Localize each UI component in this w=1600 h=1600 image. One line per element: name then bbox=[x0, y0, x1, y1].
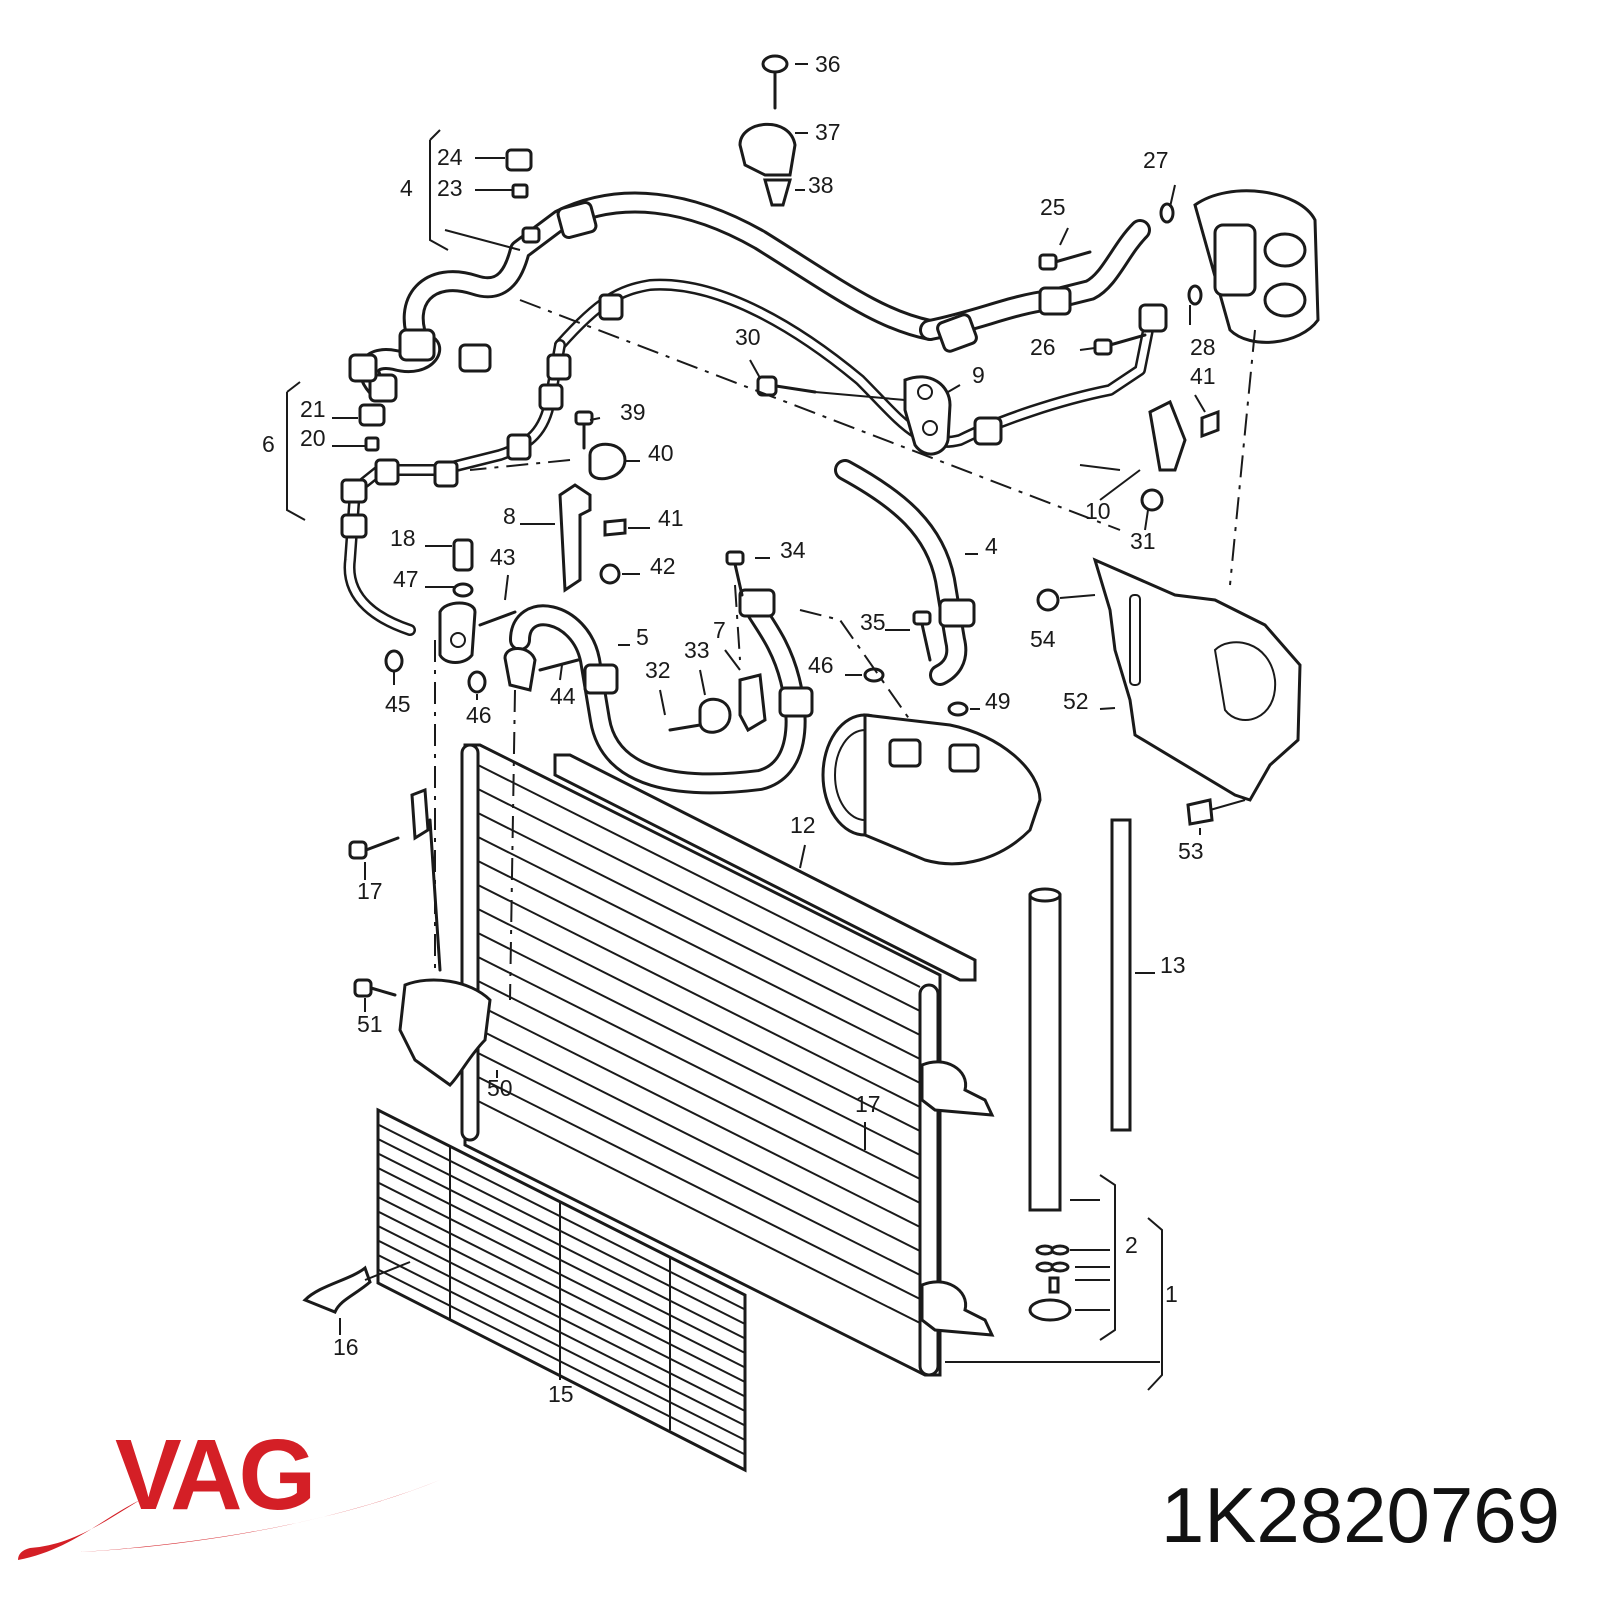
part-number: 1K2820769 bbox=[1160, 1471, 1560, 1559]
brand-logo-swoosh bbox=[18, 1480, 440, 1560]
callout-c32: 32 bbox=[645, 657, 671, 683]
condenser-fin bbox=[477, 956, 921, 1180]
callout-c4a: 4 bbox=[400, 175, 413, 201]
condenser-fin bbox=[477, 860, 921, 1084]
callout-c12: 12 bbox=[790, 812, 816, 838]
callout-c49: 49 bbox=[985, 688, 1011, 714]
condenser-fin bbox=[477, 980, 921, 1204]
callout-c6: 6 bbox=[262, 431, 275, 457]
condenser-fin bbox=[477, 812, 921, 1036]
callout-c10: 10 bbox=[1085, 498, 1111, 524]
grille-slat bbox=[377, 1152, 746, 1340]
callout-c17b: 17 bbox=[855, 1091, 881, 1117]
callout-c45: 45 bbox=[385, 691, 411, 717]
callout-c23: 23 bbox=[437, 175, 463, 201]
callout-c50: 50 bbox=[487, 1075, 513, 1101]
grille-slat bbox=[377, 1196, 746, 1383]
callout-c36: 36 bbox=[815, 51, 841, 77]
compressor bbox=[821, 713, 1042, 866]
callout-c35: 35 bbox=[860, 609, 886, 635]
grille bbox=[376, 1107, 747, 1473]
callout-c54: 54 bbox=[1030, 626, 1056, 652]
callout-c31: 31 bbox=[1130, 528, 1156, 554]
callout-c53: 53 bbox=[1178, 838, 1204, 864]
callout-c27: 27 bbox=[1143, 147, 1169, 173]
hose-5 bbox=[509, 588, 814, 795]
callout-c2: 2 bbox=[1125, 1232, 1138, 1258]
condenser-fin bbox=[477, 908, 921, 1132]
condenser-fin bbox=[477, 1052, 921, 1276]
condenser-fin bbox=[477, 1028, 921, 1252]
callout-c4b: 4 bbox=[985, 533, 998, 559]
callout-c52: 52 bbox=[1063, 688, 1089, 714]
grille-slat bbox=[377, 1210, 746, 1398]
condenser-fin bbox=[477, 1100, 921, 1324]
callout-c18: 18 bbox=[390, 525, 416, 551]
callout-c16: 16 bbox=[333, 1334, 359, 1360]
pipe-line-middle bbox=[340, 278, 1168, 636]
expansion-valve bbox=[1193, 189, 1320, 344]
callout-c41a: 41 bbox=[1190, 363, 1216, 389]
callout-c46a: 46 bbox=[808, 652, 834, 678]
callout-c44: 44 bbox=[550, 683, 576, 709]
condenser-fin bbox=[477, 1076, 921, 1300]
grille-slat bbox=[377, 1268, 746, 1456]
assembly-guide-lines bbox=[434, 299, 1256, 1001]
callout-c41b: 41 bbox=[658, 505, 684, 531]
callout-c26: 26 bbox=[1030, 334, 1056, 360]
callout-c5: 5 bbox=[636, 624, 649, 650]
callout-c1: 1 bbox=[1165, 1281, 1178, 1307]
condenser-fin bbox=[477, 932, 921, 1156]
leader-lines bbox=[286, 63, 1246, 1391]
grille-slat bbox=[377, 1138, 746, 1325]
grille-slat bbox=[377, 1181, 746, 1369]
callout-c46b: 46 bbox=[466, 702, 492, 728]
callout-c43: 43 bbox=[490, 544, 516, 570]
grille-slat bbox=[377, 1123, 746, 1311]
condenser-fin bbox=[477, 788, 921, 1012]
grille-slat bbox=[377, 1167, 746, 1354]
callout-c37: 37 bbox=[815, 119, 841, 145]
callout-c39: 39 bbox=[620, 399, 646, 425]
callout-c21: 21 bbox=[300, 396, 326, 422]
callout-c25: 25 bbox=[1040, 194, 1066, 220]
grille-slat bbox=[377, 1225, 746, 1412]
condenser-fin bbox=[477, 764, 921, 988]
grille-slat bbox=[377, 1239, 746, 1427]
grille-slat bbox=[377, 1254, 746, 1441]
condenser bbox=[398, 743, 995, 1377]
callout-c40: 40 bbox=[648, 440, 674, 466]
callout-c13: 13 bbox=[1160, 952, 1186, 978]
callout-c47: 47 bbox=[393, 566, 419, 592]
callout-c8: 8 bbox=[503, 503, 516, 529]
callout-c30: 30 bbox=[735, 324, 761, 350]
callout-c24: 24 bbox=[437, 144, 463, 170]
callout-c20: 20 bbox=[300, 425, 326, 451]
hose-line-lower bbox=[834, 459, 976, 686]
callout-c7: 7 bbox=[713, 617, 726, 643]
callout-c34: 34 bbox=[780, 537, 806, 563]
condenser-fin bbox=[477, 1004, 921, 1228]
callout-c51: 51 bbox=[357, 1011, 383, 1037]
callout-c42: 42 bbox=[650, 553, 676, 579]
condenser-fin bbox=[477, 836, 921, 1060]
condenser-fin bbox=[477, 884, 921, 1108]
callout-c15: 15 bbox=[548, 1381, 574, 1407]
brand-name: VAG bbox=[115, 1419, 316, 1531]
heat-shield bbox=[1092, 557, 1302, 802]
callout-c38: 38 bbox=[808, 172, 834, 198]
dryer-cartridge bbox=[1028, 818, 1132, 1322]
callout-c28: 28 bbox=[1190, 334, 1216, 360]
callout-c33: 33 bbox=[684, 637, 710, 663]
hose-line-upper bbox=[348, 191, 1151, 403]
callout-c9: 9 bbox=[972, 362, 985, 388]
callout-c17a: 17 bbox=[357, 878, 383, 904]
